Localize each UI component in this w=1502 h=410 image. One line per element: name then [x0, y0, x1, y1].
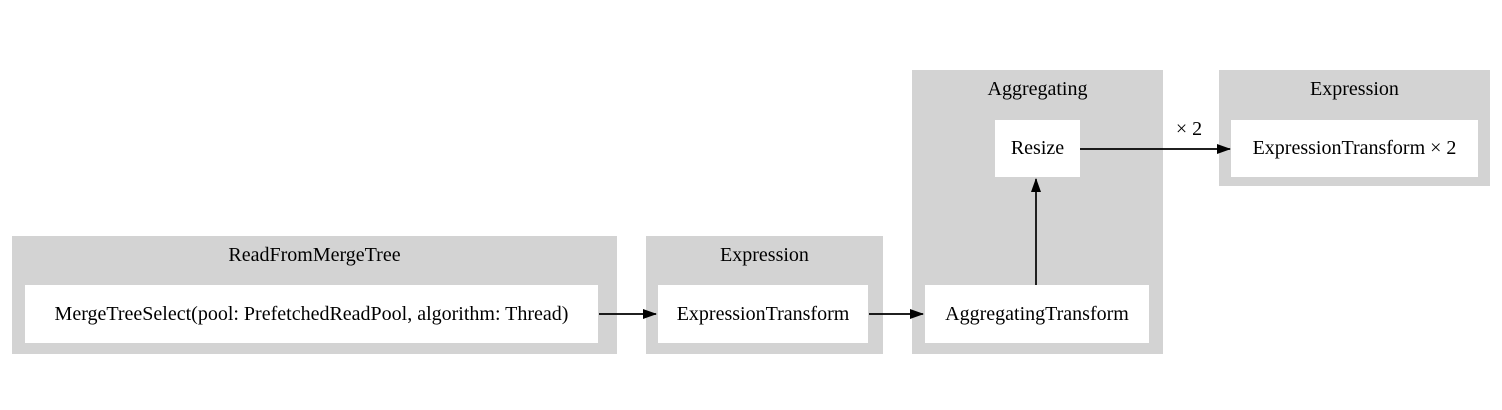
- node-resize: Resize: [995, 120, 1080, 177]
- node-aggregating-transform: AggregatingTransform: [925, 285, 1149, 343]
- cluster-aggregating: Aggregating Resize AggregatingTransform: [912, 70, 1163, 354]
- cluster-label-read-from-merge-tree: ReadFromMergeTree: [228, 244, 401, 266]
- cluster-label-expression-1: Expression: [720, 244, 809, 266]
- node-expression-transform: ExpressionTransform: [658, 285, 868, 343]
- node-expression-transform-x2: ExpressionTransform × 2: [1231, 120, 1478, 177]
- cluster-expression-2: Expression ExpressionTransform × 2: [1219, 70, 1490, 186]
- cluster-label-aggregating: Aggregating: [987, 78, 1088, 100]
- edge-multiplicity-label: × 2: [1175, 118, 1203, 140]
- cluster-expression-1: Expression ExpressionTransform: [646, 236, 883, 354]
- node-merge-tree-select: MergeTreeSelect(pool: PrefetchedReadPool…: [25, 285, 598, 343]
- cluster-label-expression-2: Expression: [1310, 78, 1399, 100]
- cluster-read-from-merge-tree: ReadFromMergeTree MergeTreeSelect(pool: …: [12, 236, 617, 354]
